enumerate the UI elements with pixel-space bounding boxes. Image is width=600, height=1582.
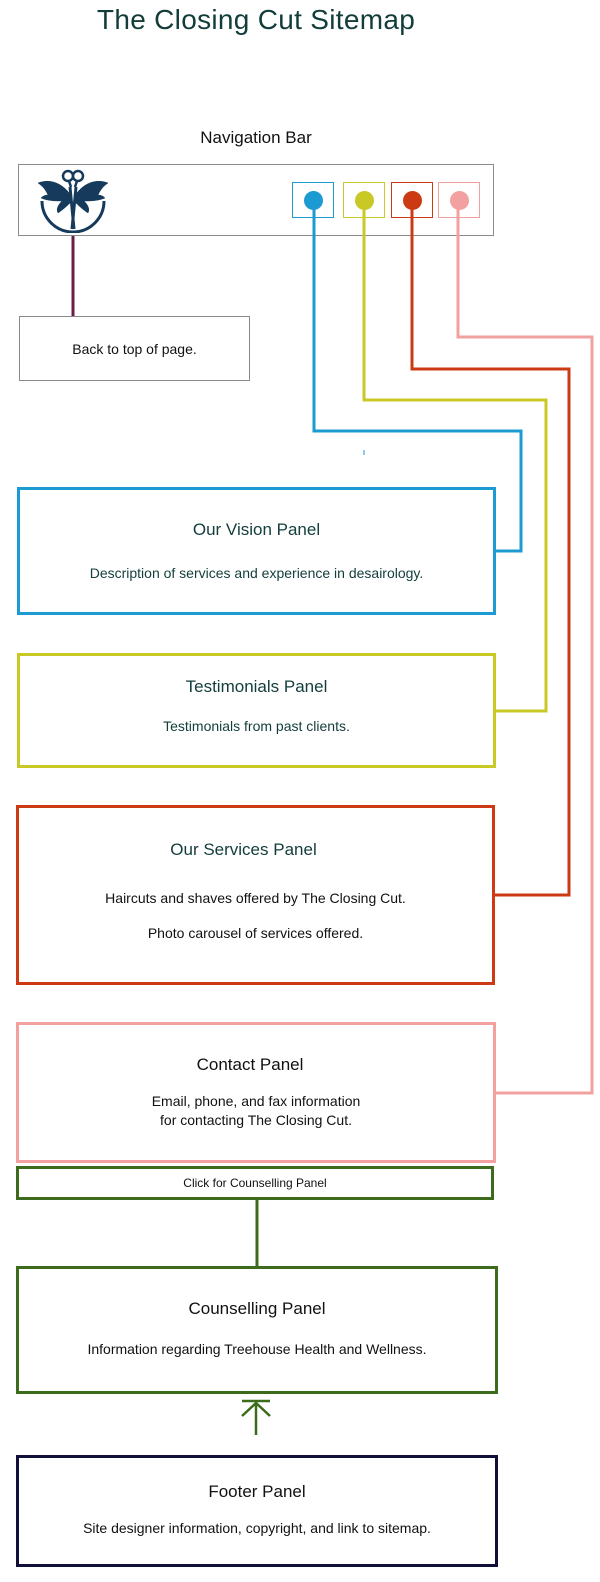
testimonials-panel-title: Testimonials Panel [185, 677, 328, 696]
page-title: The Closing Cut Sitemap [96, 4, 416, 35]
vision-panel: Our Vision Panel Description of services… [17, 487, 496, 615]
footer-panel-description: Site designer information, copyright, an… [83, 1520, 431, 1536]
nav-item-testimonials[interactable] [343, 182, 385, 218]
contact-panel-line-1: Email, phone, and fax information [151, 1093, 361, 1109]
services-panel-line-1: Haircuts and shaves offered by The Closi… [105, 890, 406, 906]
counselling-panel-link[interactable]: Click for Counselling Panel [16, 1166, 494, 1200]
counselling-panel-description: Information regarding Treehouse Health a… [87, 1341, 427, 1357]
vision-dot-icon [303, 190, 323, 210]
counselling-panel-link-label: Click for Counselling Panel [183, 1176, 327, 1190]
footer-panel-title: Footer Panel [208, 1482, 306, 1501]
nav-item-services[interactable] [391, 182, 433, 218]
testimonials-panel-description: Testimonials from past clients. [163, 718, 350, 734]
services-panel-title: Our Services Panel [170, 840, 317, 859]
counselling-panel-title: Counselling Panel [188, 1299, 326, 1318]
contact-panel: Contact Panel Email, phone, and fax info… [16, 1022, 496, 1163]
services-dot-icon [402, 190, 422, 210]
vision-panel-description: Description of services and experience i… [89, 565, 424, 581]
counselling-panel: Counselling Panel Information regarding … [16, 1266, 498, 1394]
contact-panel-line-2: for contacting The Closing Cut. [160, 1112, 352, 1128]
back-to-top-box[interactable]: Back to top of page. [19, 316, 250, 381]
footer-panel: Footer Panel Site designer information, … [16, 1455, 498, 1567]
testimonials-dot-icon [354, 190, 374, 210]
nav-item-vision[interactable] [292, 182, 334, 218]
testimonials-panel: Testimonials Panel Testimonials from pas… [17, 653, 496, 768]
connector-testimonials [362, 201, 548, 713]
contact-panel-title: Contact Panel [196, 1055, 304, 1074]
navigation-bar-heading: Navigation Bar [200, 128, 312, 147]
vision-panel-title: Our Vision Panel [192, 520, 321, 539]
nav-item-contact[interactable] [438, 182, 480, 218]
back-to-top-label: Back to top of page. [72, 340, 197, 357]
services-panel: Our Services Panel Haircuts and shaves o… [16, 805, 495, 985]
up-arrow-icon [241, 1399, 271, 1435]
services-panel-line-2: Photo carousel of services offered. [147, 925, 364, 941]
winged-scissors-logo-icon[interactable] [36, 167, 110, 234]
contact-dot-icon [449, 190, 469, 210]
